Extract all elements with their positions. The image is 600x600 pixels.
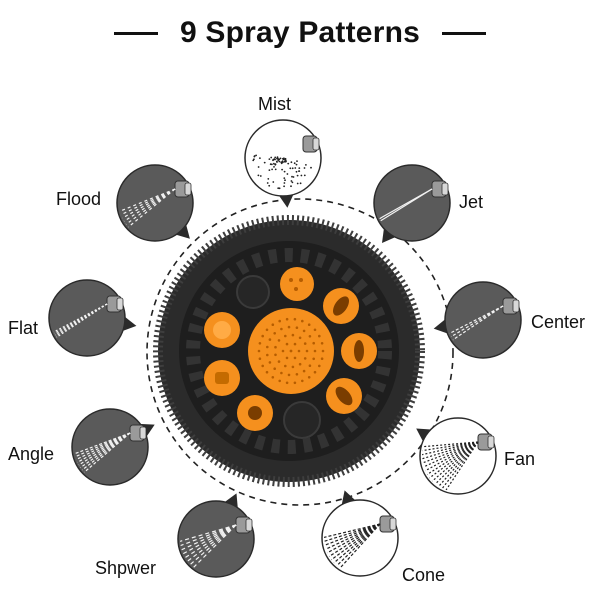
bubble-circle [178, 501, 254, 577]
nozzle-tip-icon [478, 434, 494, 450]
nozzle-tip-icon [175, 181, 191, 197]
bubble-circle [322, 500, 398, 576]
nozzle-tip-icon [380, 516, 396, 532]
nozzle-tip-icon [303, 136, 319, 152]
bubble-jet [354, 165, 450, 243]
nozzle-tip-icon [503, 298, 519, 314]
nozzle-tip-icon [130, 425, 146, 441]
bubble-circle [445, 282, 521, 358]
label-center: Center [531, 312, 585, 332]
port-mist [280, 267, 314, 301]
nozzle-tip-icon [236, 517, 252, 533]
label-mist: Mist [258, 94, 291, 114]
label-fan: Fan [504, 449, 535, 469]
dark-port-top [237, 276, 269, 308]
label-jet: Jet [459, 192, 483, 212]
label-flat: Flat [8, 318, 38, 338]
bubble-center [423, 282, 521, 358]
label-flood: Flood [56, 189, 101, 209]
bubble-circle [374, 165, 450, 241]
bubble-angle [46, 409, 155, 492]
dark-port-bottom [284, 402, 320, 438]
label-shower: Shpwer [95, 558, 156, 578]
bubble-circle [49, 280, 125, 356]
bubble-flat [27, 280, 136, 356]
bubble-mist [245, 120, 321, 208]
label-cone: Cone [402, 565, 445, 585]
bubble-circle [72, 409, 148, 485]
label-angle: Angle [8, 444, 54, 464]
bubble-fan [388, 418, 496, 517]
bubble-flood [92, 165, 193, 246]
nozzle-tip-icon [107, 296, 123, 312]
nozzle-tip-icon [432, 181, 448, 197]
bubble-shower [150, 493, 254, 588]
nozzle-head [158, 220, 420, 482]
